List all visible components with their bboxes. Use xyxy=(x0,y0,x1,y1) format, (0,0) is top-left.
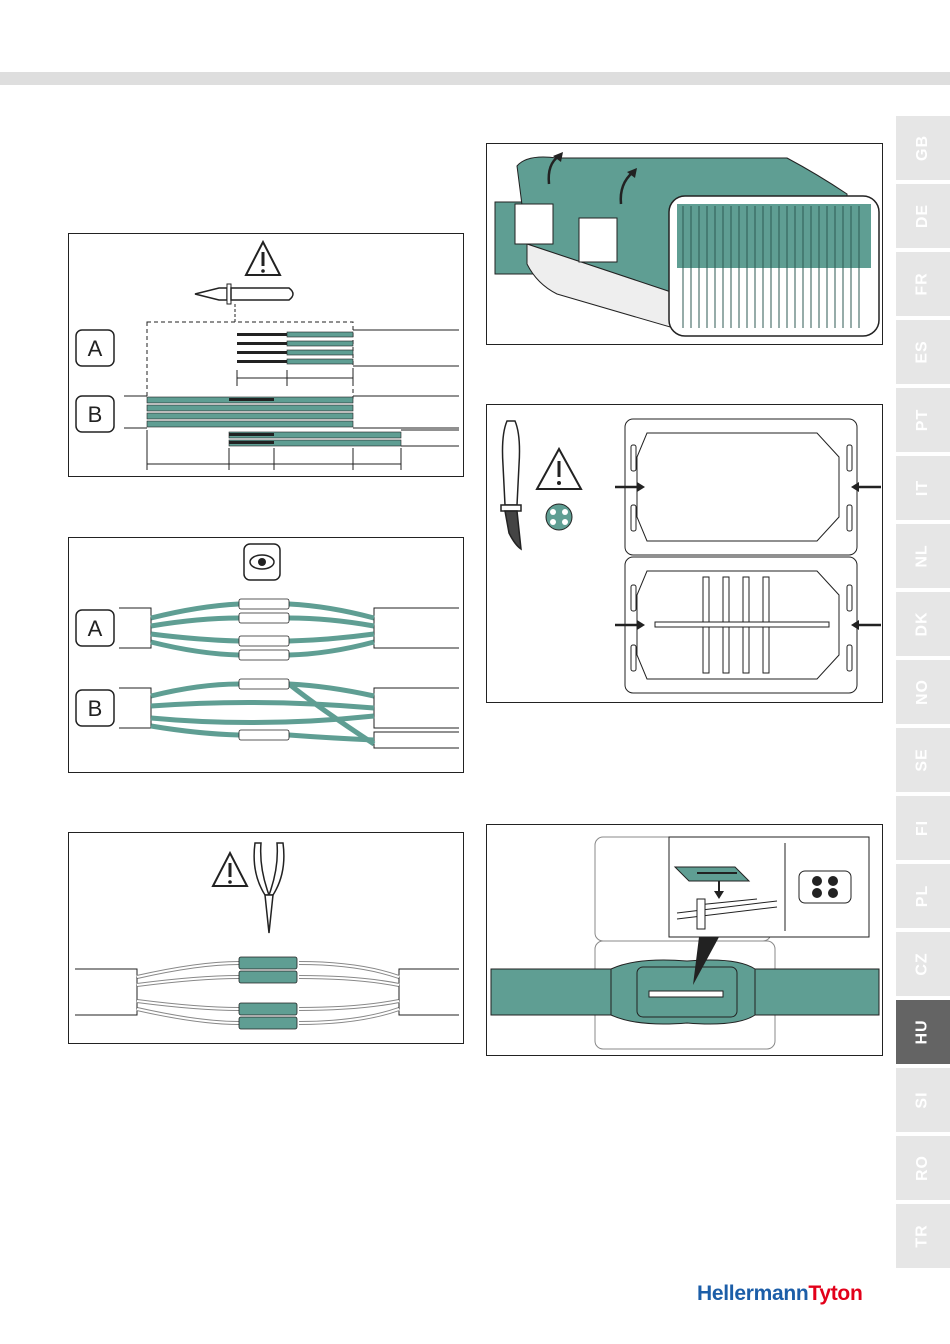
tab-label: IT xyxy=(914,480,932,496)
figure-assemble xyxy=(486,824,883,1056)
tab-label: DK xyxy=(914,611,932,636)
connector-icon xyxy=(799,871,851,903)
knife-icon xyxy=(501,421,521,549)
tab-language-es[interactable]: ES xyxy=(896,320,950,384)
knife-icon xyxy=(195,284,293,304)
figure-open-box xyxy=(486,143,883,345)
pliers-icon xyxy=(254,843,284,933)
tab-language-tr[interactable]: TR xyxy=(896,1204,950,1268)
tab-language-cz[interactable]: CZ xyxy=(896,932,950,996)
tab-label: HU xyxy=(914,1019,932,1044)
tab-label: SI xyxy=(914,1091,932,1108)
warning-icon xyxy=(246,242,280,275)
tab-label: CZ xyxy=(914,952,932,975)
brand-name-part2: Tyton xyxy=(808,1282,862,1305)
brand-name-part1: Hellermann xyxy=(697,1282,808,1305)
eye-icon xyxy=(244,544,280,580)
tab-label: GB xyxy=(914,135,932,161)
label-a: A xyxy=(88,616,103,641)
header-bar xyxy=(0,72,950,85)
label-b: B xyxy=(88,696,103,721)
tab-label: FR xyxy=(914,272,932,295)
tab-language-ro[interactable]: RO xyxy=(896,1136,950,1200)
warning-icon xyxy=(537,449,581,489)
cable-section-icon xyxy=(546,504,572,530)
label-a: A xyxy=(88,336,103,361)
tab-language-nl[interactable]: NL xyxy=(896,524,950,588)
figure-inspect: A B xyxy=(68,537,464,773)
tab-label: DE xyxy=(914,204,932,228)
tab-language-se[interactable]: SE xyxy=(896,728,950,792)
tab-language-dk[interactable]: DK xyxy=(896,592,950,656)
tab-label: SE xyxy=(914,748,932,771)
figure-trim-box xyxy=(486,404,883,703)
tab-language-hu[interactable]: HU xyxy=(896,1000,950,1064)
tab-label: NO xyxy=(914,679,932,705)
label-b: B xyxy=(88,402,103,427)
tab-label: RO xyxy=(914,1155,932,1181)
warning-icon xyxy=(213,853,247,886)
tab-language-fr[interactable]: FR xyxy=(896,252,950,316)
tab-label: NL xyxy=(914,544,932,567)
tab-label: FI xyxy=(914,820,932,836)
tab-language-pl[interactable]: PL xyxy=(896,864,950,928)
tab-language-fi[interactable]: FI xyxy=(896,796,950,860)
tab-label: TR xyxy=(914,1224,932,1247)
tab-label: ES xyxy=(914,340,932,363)
tab-language-si[interactable]: SI xyxy=(896,1068,950,1132)
tab-label: PL xyxy=(914,885,932,907)
tab-language-pt[interactable]: PT xyxy=(896,388,950,452)
figure-strip-cable: A B xyxy=(68,233,464,477)
tab-language-de[interactable]: DE xyxy=(896,184,950,248)
tab-label: PT xyxy=(914,409,932,431)
tab-language-it[interactable]: IT xyxy=(896,456,950,520)
tab-language-gb[interactable]: GB xyxy=(896,116,950,180)
figure-crimp xyxy=(68,832,464,1044)
tab-language-no[interactable]: NO xyxy=(896,660,950,724)
brand-logo: HellermannTyton xyxy=(697,1282,862,1306)
